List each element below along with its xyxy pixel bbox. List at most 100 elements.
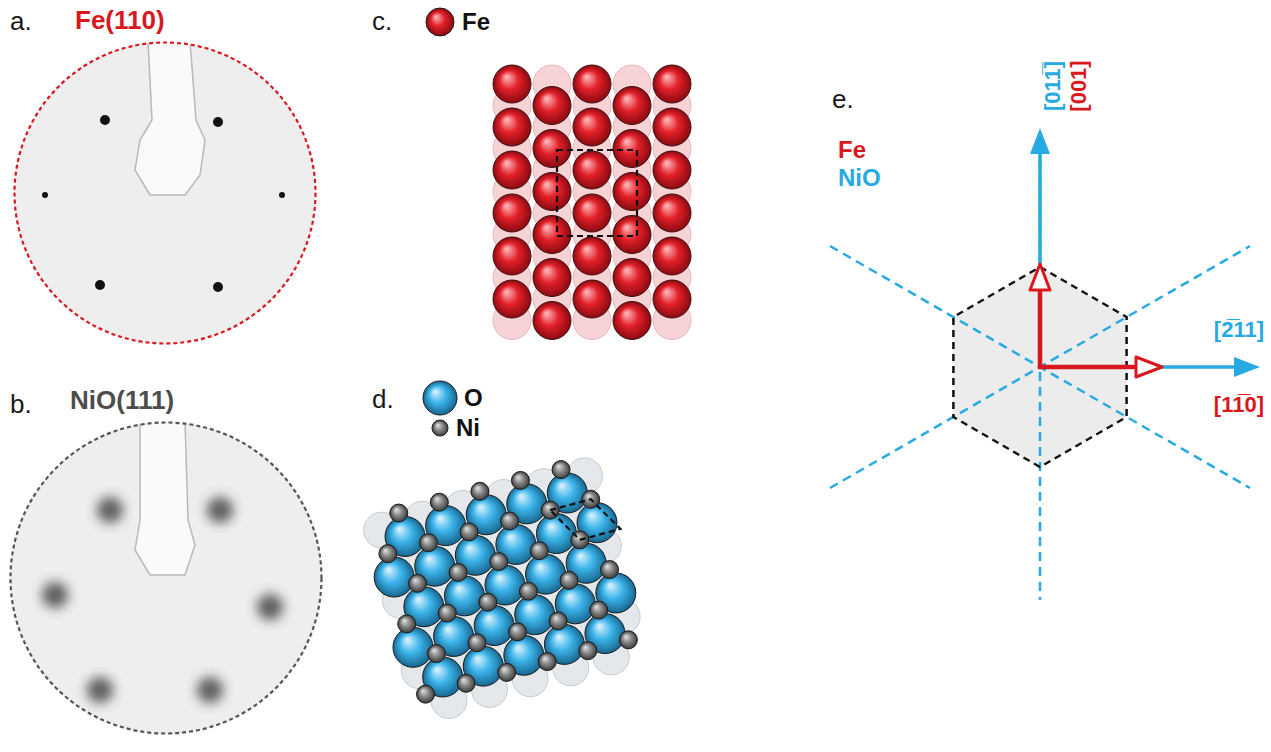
ni-atom xyxy=(379,545,397,563)
fe-atom xyxy=(613,302,651,340)
ni-atom xyxy=(460,523,478,541)
fe-atom xyxy=(653,151,691,189)
fe-atom xyxy=(493,65,531,103)
atom-key-sample xyxy=(432,420,448,436)
sample-holder-shadow xyxy=(135,421,195,575)
symmetry-axis xyxy=(830,246,1250,488)
panel-letter: e. xyxy=(832,85,854,115)
diffraction-spot xyxy=(87,677,113,703)
fe-atom xyxy=(613,173,651,211)
ni-atom xyxy=(457,674,475,692)
ni-atom xyxy=(417,685,435,703)
ni-atom xyxy=(490,553,508,571)
arrowhead xyxy=(1136,357,1162,377)
fe-atom xyxy=(493,280,531,318)
orientation-sketch xyxy=(830,128,1260,600)
leed-background xyxy=(9,421,323,735)
material-key: Fe xyxy=(838,136,866,164)
ni-atom xyxy=(560,571,578,589)
ni-atom xyxy=(511,471,529,489)
arrowhead xyxy=(1030,128,1050,154)
ni-atom xyxy=(427,645,445,663)
diffraction-spot xyxy=(279,192,285,198)
pattern-heading: Fe(110) xyxy=(75,6,165,36)
fe-atom xyxy=(613,216,651,254)
fe-atom xyxy=(493,151,531,189)
fe-atom xyxy=(493,194,531,232)
direction-label: [011̅] xyxy=(1040,61,1065,111)
ni-atom xyxy=(519,582,537,600)
fe-atom xyxy=(573,151,611,189)
arrowhead xyxy=(1030,264,1050,290)
ni-atom xyxy=(479,593,497,611)
atom-key-sample xyxy=(423,381,457,415)
fe-atom xyxy=(653,280,691,318)
ni-atom xyxy=(509,623,527,641)
fe-atom xyxy=(533,130,571,168)
ni-atom xyxy=(409,574,427,592)
direction-label: [11̅0] xyxy=(1214,392,1264,417)
ni-atom xyxy=(549,612,567,630)
fe-atom xyxy=(613,87,651,125)
nio-lattice xyxy=(364,458,641,719)
diffraction-spot xyxy=(42,582,68,608)
fe-atom xyxy=(653,65,691,103)
leed-pattern: Fe(110) xyxy=(13,41,317,345)
atom-key-label: Ni xyxy=(456,414,480,442)
diffraction-spot xyxy=(213,282,223,292)
direction-label: [2̅11] xyxy=(1214,317,1264,342)
ni-atom xyxy=(530,542,548,560)
leed-outline xyxy=(11,423,322,734)
symmetry-axis xyxy=(830,246,1250,488)
ni-atom xyxy=(538,653,556,671)
diffraction-spot xyxy=(213,117,223,127)
atom-key-label: Fe xyxy=(462,8,490,36)
atom-key-sample xyxy=(426,8,454,36)
sample-holder-shadow xyxy=(135,41,205,195)
ni-atom xyxy=(449,563,467,581)
fe-atom xyxy=(573,65,611,103)
material-key: NiO xyxy=(838,164,881,192)
leed-screen xyxy=(13,41,317,345)
direction-label: [001] xyxy=(1066,60,1091,111)
diffraction-spot xyxy=(197,677,223,703)
ni-atom xyxy=(601,561,619,579)
ni-atom xyxy=(419,534,437,552)
ni-atom xyxy=(498,663,516,681)
legend-samples xyxy=(423,8,457,436)
fe-atom xyxy=(573,237,611,275)
fe-atom xyxy=(573,280,611,318)
leed-background xyxy=(13,41,317,345)
fe-axis-arrow xyxy=(1038,365,1136,370)
leed-outline xyxy=(15,43,316,344)
fe-atom xyxy=(653,237,691,275)
unit-cell xyxy=(557,150,637,236)
fe-atom xyxy=(533,173,571,211)
leed-screen xyxy=(9,421,323,735)
ni-atom xyxy=(390,504,408,522)
fe-atom xyxy=(533,87,571,125)
ni-atom xyxy=(471,482,489,500)
fe-atom xyxy=(613,259,651,297)
fe-atom xyxy=(613,130,651,168)
atom-key-label: O xyxy=(464,384,483,412)
panel-letter: c. xyxy=(372,7,392,37)
ni-atom xyxy=(579,642,597,660)
unit-cell xyxy=(550,499,620,540)
arrowhead xyxy=(1234,357,1260,377)
panel-letter: b. xyxy=(10,390,32,420)
ni-atom xyxy=(468,634,486,652)
fe-atom xyxy=(533,259,571,297)
ni-atom xyxy=(398,615,416,633)
diffraction-spot xyxy=(97,497,123,523)
fe-atom xyxy=(653,194,691,232)
fe-atom xyxy=(533,302,571,340)
fe-lattice xyxy=(493,65,691,340)
ni-atom xyxy=(552,461,570,479)
pattern-heading: NiO(111) xyxy=(70,386,174,416)
diffraction-spot xyxy=(42,192,48,198)
ni-atom xyxy=(501,512,519,530)
fe-atom xyxy=(653,108,691,146)
diffraction-spot xyxy=(100,115,110,125)
